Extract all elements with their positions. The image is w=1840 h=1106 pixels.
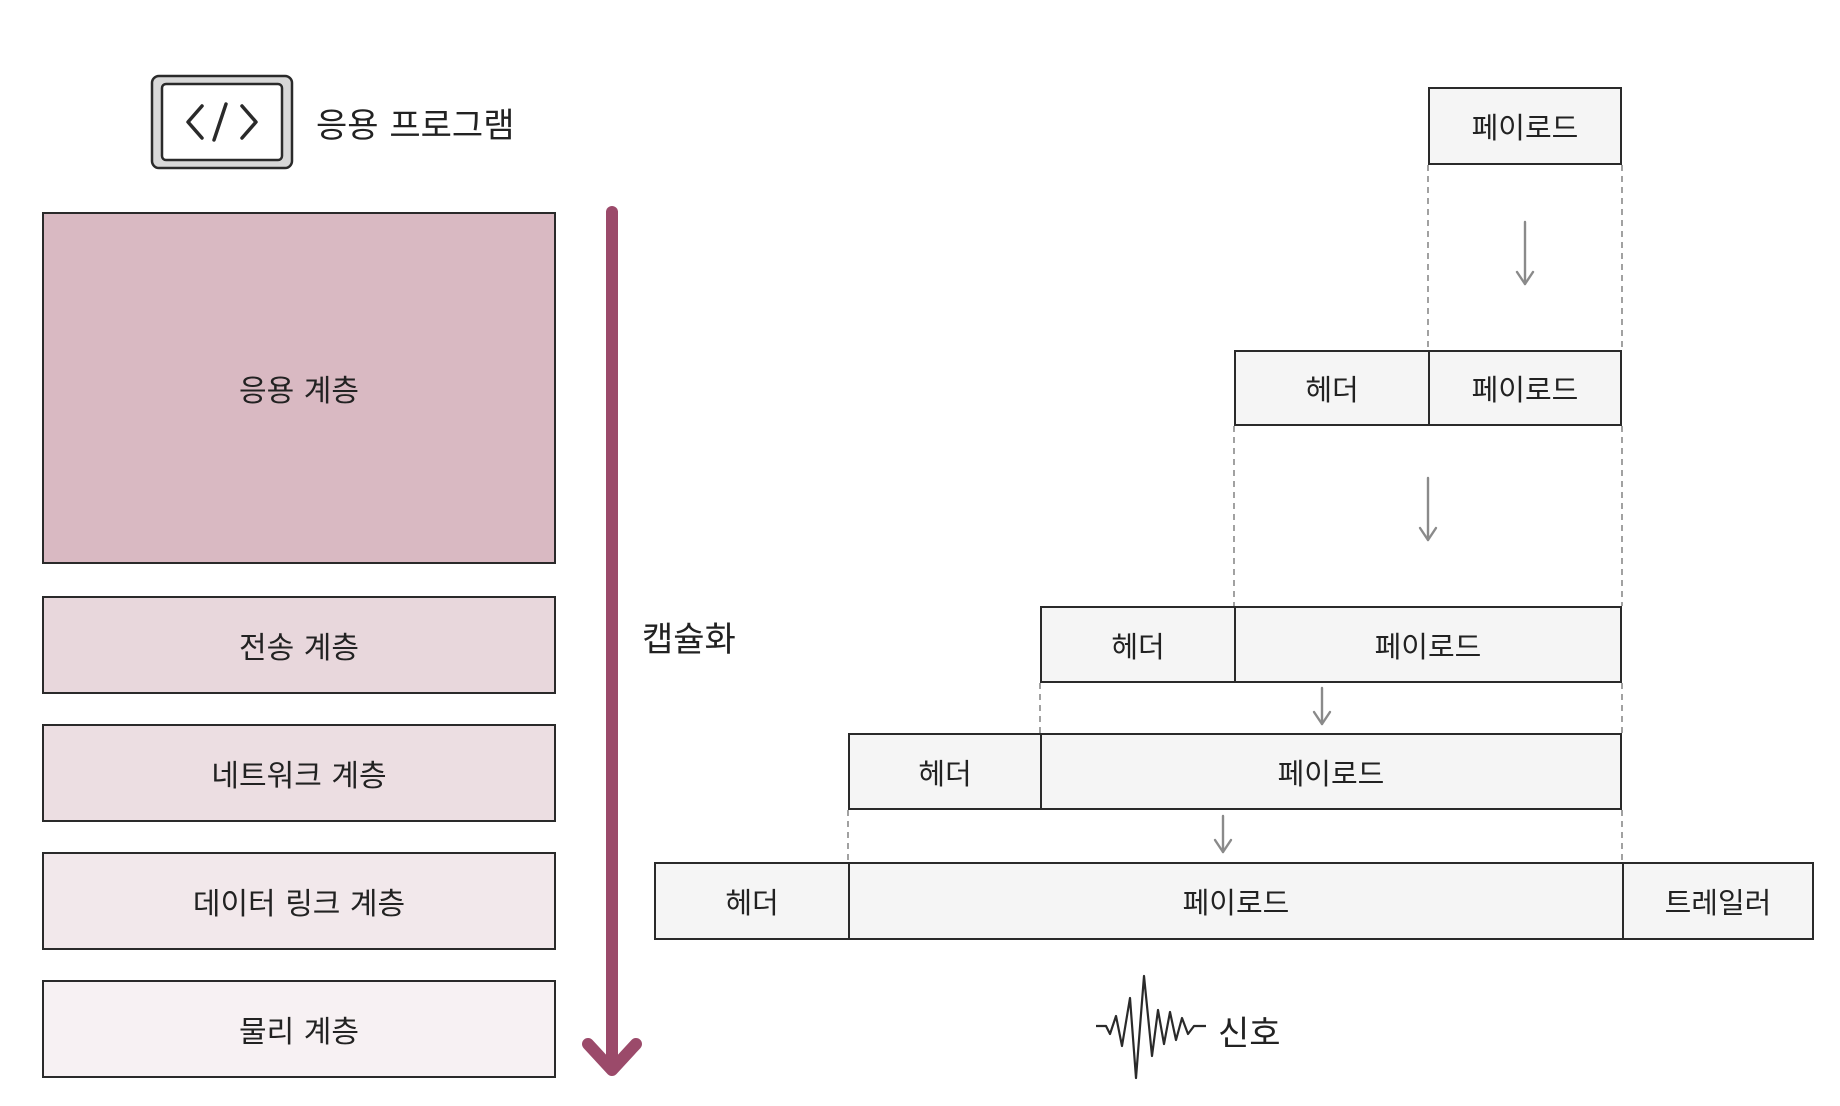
payload-box: 페이로드 xyxy=(1428,350,1622,426)
encapsulation-arrow-icon xyxy=(582,206,642,1076)
network-layer-label: 네트워크 계층 xyxy=(211,759,387,794)
header-box: 헤더 xyxy=(1040,606,1236,683)
payload-box: 페이로드 xyxy=(848,862,1624,940)
header-box: 헤더 xyxy=(654,862,850,940)
datalink-layer: 데이터 링크 계층 xyxy=(42,852,556,950)
physical-layer-label: 물리 계층 xyxy=(239,1015,359,1050)
transport-layer-label: 전송 계층 xyxy=(239,631,359,666)
datalink-layer-label: 데이터 링크 계층 xyxy=(192,887,406,922)
trailer-box: 트레일러 xyxy=(1622,862,1814,940)
down-arrow-icon xyxy=(1213,814,1233,854)
application-layer-label: 응용 계층 xyxy=(239,374,359,409)
app-program-label: 응용 프로그램 xyxy=(316,106,515,146)
dashed-guides xyxy=(847,165,1623,862)
encapsulation-label: 캡슐화 xyxy=(642,620,736,660)
signal-label: 신호 xyxy=(1218,1014,1281,1054)
application-layer: 응용 계층 xyxy=(42,212,556,564)
down-arrow-icon xyxy=(1312,686,1332,726)
header-box: 헤더 xyxy=(1234,350,1430,426)
down-arrow-icon xyxy=(1418,476,1438,542)
payload-box: 페이로드 xyxy=(1234,606,1622,683)
physical-layer: 물리 계층 xyxy=(42,980,556,1078)
down-arrow-icon xyxy=(1515,220,1535,286)
code-window-icon xyxy=(150,74,294,170)
payload-box: 페이로드 xyxy=(1428,87,1622,165)
signal-wave-icon xyxy=(1096,974,1206,1080)
payload-box: 페이로드 xyxy=(1040,733,1622,810)
network-layer: 네트워크 계층 xyxy=(42,724,556,822)
transport-layer: 전송 계층 xyxy=(42,596,556,694)
header-box: 헤더 xyxy=(848,733,1042,810)
